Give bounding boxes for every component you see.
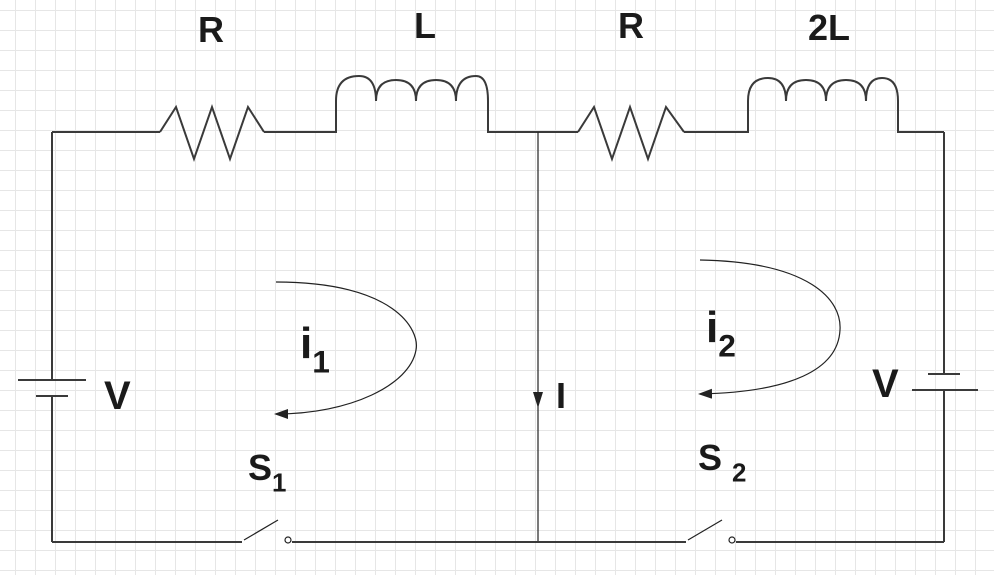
label-switch-1: S1 — [248, 447, 287, 498]
label-voltage-left: V — [104, 374, 131, 418]
label-loop-current-2: i2 — [706, 303, 736, 364]
inductor-left — [335, 74, 489, 102]
switch-s1-blade — [243, 519, 279, 541]
label-switch-2: S 2 — [698, 437, 747, 488]
loop-arrow-i2-icon — [698, 259, 841, 399]
resistor-left — [159, 103, 265, 163]
label-inductor-right: 2L — [808, 7, 851, 48]
switch-s2-contact — [728, 536, 736, 544]
resistor-right — [577, 103, 685, 163]
inductor-right — [747, 76, 899, 102]
top-wire-r2-l2 — [684, 101, 749, 133]
label-voltage-right: V — [872, 362, 899, 406]
label-resistor-left: R — [198, 9, 224, 50]
label-inductor-left: L — [414, 5, 436, 46]
label-loop-current-1: i1 — [300, 319, 330, 380]
top-wire-right — [897, 101, 944, 133]
switch-s2-blade — [687, 519, 723, 541]
top-wire-r1-l1 — [264, 101, 337, 133]
current-arrow-icon — [533, 392, 543, 408]
label-branch-current: I — [556, 375, 567, 416]
top-wire-l1-mid — [487, 101, 578, 133]
label-resistor-right: R — [618, 5, 644, 46]
loop-arrow-i1-icon — [274, 281, 417, 419]
switch-s1-contact — [284, 536, 292, 544]
